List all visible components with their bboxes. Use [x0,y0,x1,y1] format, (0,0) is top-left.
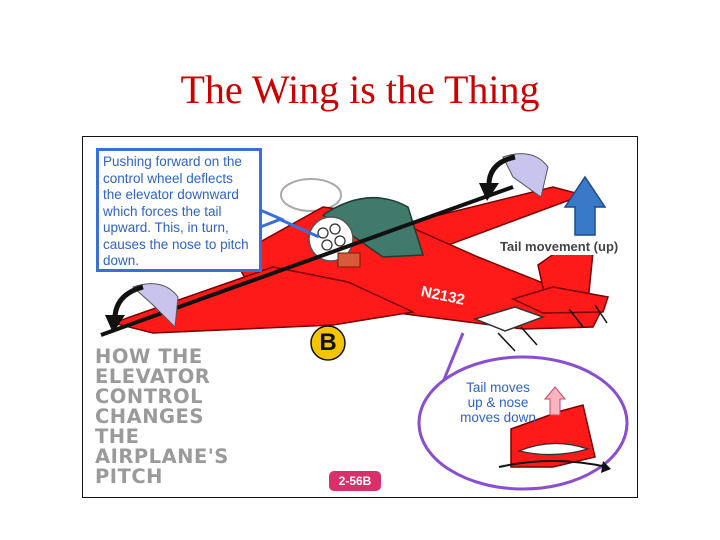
up-arrow-icon [563,175,607,236]
badge-circle [310,325,346,361]
airplane-figure: Pushing forward on the control wheel def… [82,136,638,498]
heading-line: THE [95,425,140,448]
heading-line: HOW THE [95,345,203,368]
slide-title: The Wing is the Thing [180,67,540,112]
detail-line: up & nose [467,395,529,410]
tail-swirl [502,153,549,198]
near-wing [110,266,416,334]
down-arrow-icon [479,183,499,201]
tail-movement-label: Tail movement (up) [497,238,622,255]
up-arrow-icon [543,386,567,416]
down-arrow-icon [105,315,125,333]
heading-line: AIRPLANE'S [95,445,229,468]
detail-airflow [498,460,608,468]
elevator-surface [472,306,546,332]
detail-caption: Tail moves up & nose moves down [438,380,558,425]
control-wheel-hand [337,252,361,268]
airplane-illustration [100,153,629,491]
heading-line: PITCH [95,465,163,488]
badge-letter: B [319,329,337,356]
wingtip-swirl [132,283,179,329]
horizontal-stabilizer [510,286,609,314]
detail-line: moves down [460,410,536,425]
heading-line: ELEVATOR [95,365,211,388]
detail-elevator [516,442,591,456]
elevator-callout: Pushing forward on the control wheel def… [96,148,262,272]
heading-line: CHANGES [95,405,204,428]
detail-line: Tail moves [466,380,530,395]
figure-code: 2-56B [329,471,381,491]
heading-line: CONTROL [95,385,204,408]
figure-heading: HOW THE ELEVATOR CONTROL CHANGES THE AIR… [95,347,335,487]
canopy [321,196,425,258]
propeller-blur [280,178,342,212]
